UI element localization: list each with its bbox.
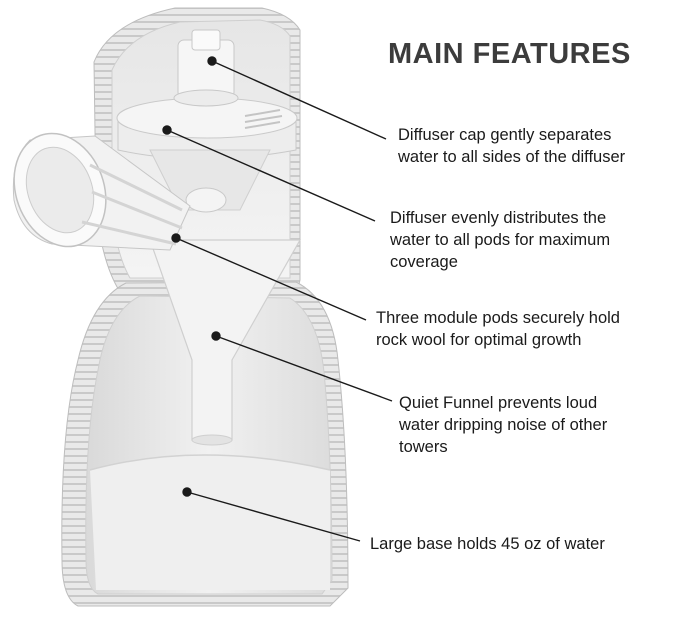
leader-large-base [186, 491, 361, 542]
dot-diffuser [162, 125, 172, 135]
leader-diffuser [166, 129, 376, 222]
page-title: MAIN FEATURES [388, 38, 631, 70]
dot-diffuser-cap [207, 56, 217, 66]
feature-line: Diffuser evenly distributes the [390, 209, 607, 227]
leader-diffuser-cap [211, 60, 387, 140]
feature-line: towers [399, 438, 448, 456]
feature-label-module-pods: Three module pods securely hold rock woo… [376, 307, 620, 351]
feature-label-quiet-funnel: Quiet Funnel prevents loud water drippin… [399, 392, 607, 458]
feature-line: coverage [390, 253, 458, 271]
feature-line: Three module pods securely hold [376, 309, 620, 327]
feature-line: Large base holds 45 oz of water [370, 535, 605, 553]
feature-line: water to all sides of the diffuser [398, 148, 626, 166]
module-pod [12, 132, 191, 251]
dot-large-base [182, 487, 192, 497]
feature-line: water to all pods for maximum [390, 231, 611, 249]
feature-line: Quiet Funnel prevents loud [399, 394, 598, 412]
feature-line: Diffuser cap gently separates [398, 126, 612, 144]
feature-line: water dripping noise of other [399, 416, 608, 434]
leader-lines [162, 56, 393, 542]
dot-module-pods [171, 233, 181, 243]
dot-quiet-funnel [211, 331, 221, 341]
feature-label-diffuser-cap: Diffuser cap gently separates water to a… [398, 124, 625, 168]
feature-label-diffuser: Diffuser evenly distributes the water to… [390, 207, 610, 273]
leader-module-pods [175, 237, 367, 321]
diffuser [116, 97, 298, 213]
diffuser-cap [173, 29, 283, 129]
feature-line: rock wool for optimal growth [376, 331, 582, 349]
feature-label-large-base: Large base holds 45 oz of water [370, 533, 605, 555]
leader-quiet-funnel [215, 335, 393, 402]
